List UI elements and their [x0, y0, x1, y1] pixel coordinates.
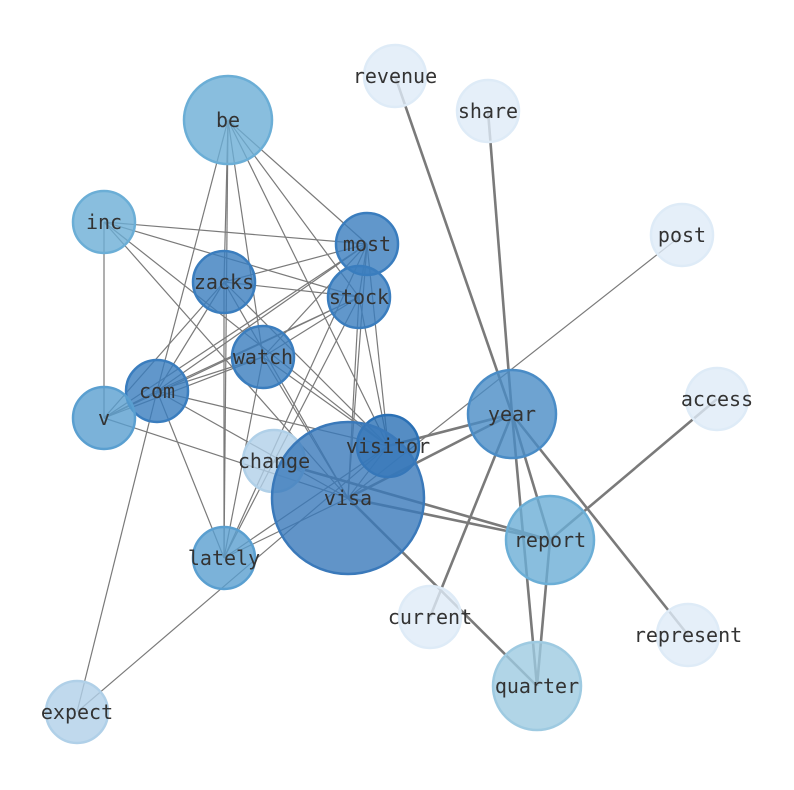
- node-visa[interactable]: [270, 420, 426, 576]
- edge-be-com: [156, 119, 229, 392]
- node-lately[interactable]: [191, 525, 257, 591]
- node-label-most: most: [343, 232, 391, 256]
- edge-com-expect: [76, 390, 158, 713]
- node-share[interactable]: [455, 78, 521, 144]
- node-label-report: report: [514, 528, 586, 552]
- edge-most-com: [156, 243, 368, 392]
- edge-year-revenue: [393, 75, 514, 415]
- node-be[interactable]: [182, 74, 274, 166]
- edge-inc-most: [103, 221, 368, 245]
- node-revenue[interactable]: [362, 43, 428, 109]
- node-stock[interactable]: [326, 264, 392, 330]
- node-label-revenue: revenue: [353, 64, 437, 88]
- node-represent[interactable]: [655, 602, 721, 668]
- node-post[interactable]: [649, 202, 715, 268]
- node-label-access: access: [681, 387, 753, 411]
- node-label-expect: expect: [41, 700, 113, 724]
- node-v[interactable]: [71, 385, 137, 451]
- node-com[interactable]: [124, 358, 190, 424]
- node-label-post: post: [658, 223, 706, 247]
- node-label-current: current: [388, 605, 472, 629]
- node-label-represent: represent: [634, 623, 742, 647]
- edge-year-share: [486, 110, 514, 415]
- node-quarter[interactable]: [491, 640, 583, 732]
- node-label-com: com: [139, 379, 175, 403]
- node-label-v: v: [98, 406, 110, 430]
- node-label-zacks: zacks: [194, 270, 254, 294]
- node-label-visa: visa: [324, 486, 372, 510]
- node-label-lately: lately: [188, 546, 260, 570]
- node-label-visitor: visitor: [346, 434, 430, 458]
- node-label-inc: inc: [86, 210, 122, 234]
- node-label-watch: watch: [233, 345, 293, 369]
- node-expect[interactable]: [44, 679, 110, 745]
- edge-year-represent: [510, 413, 690, 636]
- node-label-stock: stock: [329, 285, 389, 309]
- node-year[interactable]: [466, 368, 558, 460]
- node-label-year: year: [488, 402, 536, 426]
- node-label-quarter: quarter: [495, 674, 579, 698]
- node-label-share: share: [458, 99, 518, 123]
- node-zacks[interactable]: [191, 249, 257, 315]
- edge-zacks-visitor: [223, 281, 389, 447]
- node-label-change: change: [238, 449, 310, 473]
- node-report[interactable]: [504, 494, 596, 586]
- node-current[interactable]: [397, 584, 463, 650]
- node-inc[interactable]: [71, 189, 137, 255]
- node-watch[interactable]: [230, 324, 296, 390]
- node-label-be: be: [216, 108, 240, 132]
- edge-stock-lately: [223, 296, 360, 559]
- node-access[interactable]: [684, 366, 750, 432]
- edge-be-lately: [223, 119, 229, 559]
